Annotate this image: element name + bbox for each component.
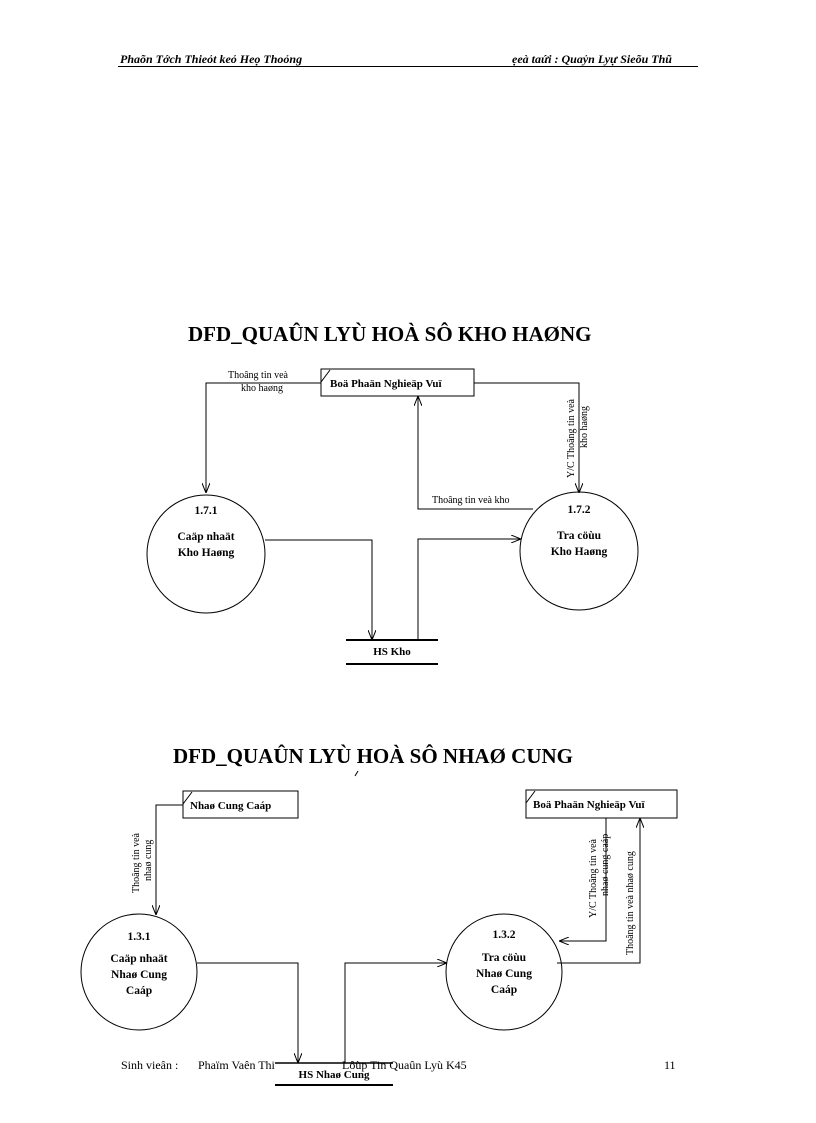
datastore-label: HS Nhaø Cung bbox=[299, 1069, 370, 1081]
flow-label-line2: nhaø cung bbox=[143, 840, 154, 881]
footer-page-number: 11 bbox=[664, 1058, 676, 1072]
flow-1-3-1-to-store bbox=[197, 962, 298, 1062]
header-left: Phaõn Tớch Thieỏt keỏ Heọ Thoỏng bbox=[120, 52, 303, 66]
flow-1-3-2-to-entity: Thoâng tin veà nhaø cung bbox=[557, 819, 640, 964]
entity-bo-phan-nghiep-vu-2: Boä Phaän Nghieäp Vuï bbox=[525, 789, 678, 819]
datastore-hs-kho: HS Kho -- bbox=[346, 639, 438, 670]
flow-label: Thoâng tin veà kho bbox=[432, 495, 509, 506]
flow-label-line1: Thoâng tin veà bbox=[131, 832, 142, 893]
process-id: 1.7.1 bbox=[195, 505, 218, 517]
process-1-3-1: 1.3.1 Caäp nhaät Nhaø Cung Caáp bbox=[80, 913, 198, 1031]
datastore-hs-nha-cung: HS Nhaø Cung bbox=[275, 1062, 393, 1086]
process-id: 1.3.1 bbox=[128, 931, 151, 943]
process-id: 1.3.2 bbox=[493, 929, 516, 941]
process-1-3-2: 1.3.2 Tra cöùu Nhaø Cung Caáp bbox=[445, 913, 563, 1031]
stray-mark bbox=[354, 770, 359, 777]
process-1-7-2: 1.7.2 Tra cöùu Kho Haøng bbox=[519, 491, 639, 611]
flow-label-line2: nhaø cung caáp bbox=[600, 834, 611, 896]
flow-label-line2: kho haøng bbox=[579, 406, 590, 448]
diagram2-title: DFD_QUAÛN LYÙ HOÀ SÔ NHAØ CUNG bbox=[173, 744, 573, 768]
entity-label: Boä Phaän Nghieäp Vuï bbox=[533, 799, 646, 811]
diagram1-title: DFD_QUAÛN LYÙ HOÀ SÔ KHO HAØNG bbox=[188, 322, 592, 346]
entity-bo-phan-nghiep-vu: Boä Phaän Nghieäp Vuï bbox=[320, 368, 475, 397]
header-rule bbox=[118, 66, 698, 67]
datastore-label: HS Kho bbox=[373, 646, 411, 658]
footer-student-name: Phaïm Vaên Thi bbox=[198, 1058, 275, 1072]
process-id: 1.7.2 bbox=[568, 504, 591, 516]
flow-label-line1: Y/C Thoâng tin veà bbox=[588, 838, 599, 918]
process-label-line1: Tra cöùu bbox=[482, 952, 527, 964]
flow-label-line2: kho haøng bbox=[241, 383, 283, 394]
flow-store-to-1-3-2 bbox=[344, 963, 446, 1063]
process-label-line2: Kho Haøng bbox=[551, 546, 608, 558]
process-label-line2: Nhaø Cung bbox=[111, 969, 167, 981]
process-label-line3: Caáp bbox=[126, 985, 152, 997]
entity-label: Nhaø Cung Caáp bbox=[190, 800, 271, 812]
entity-nha-cung-cap: Nhaø Cung Caáp bbox=[182, 790, 299, 819]
process-label-line1: Tra cöùu bbox=[557, 530, 602, 542]
flow-label: Thoâng tin veà nhaø cung bbox=[625, 851, 636, 955]
process-label-line1: Caäp nhaät bbox=[110, 953, 167, 965]
flow-entity-to-1-7-1: Thoâng tin veà kho haøng bbox=[206, 370, 321, 492]
flow-store-to-1-7-2 bbox=[417, 539, 520, 640]
flow-nha-cung-cap-to-1-3-1: Thoâng tin veà nhaø cung bbox=[131, 804, 183, 914]
flow-label-line1: Thoâng tin veà bbox=[228, 370, 289, 381]
header-right: ẹeà taứi : Quaỷn Lyự Sieõu Thũ bbox=[512, 52, 672, 66]
datastore-mark: -- bbox=[377, 659, 384, 670]
flow-entity-to-1-7-2: Y/C Thoâng tin veà kho haøng bbox=[474, 382, 590, 492]
entity-label: Boä Phaän Nghieäp Vuï bbox=[330, 378, 443, 390]
process-label-line2: Kho Haøng bbox=[178, 547, 235, 559]
flow-label-line1: Y/C Thoâng tin veà bbox=[566, 398, 577, 478]
process-label-line1: Caäp nhaät bbox=[177, 531, 234, 543]
footer-class: Lôùp Tin Quaûn Lyù K45 bbox=[342, 1058, 467, 1072]
process-1-7-1: 1.7.1 Caäp nhaät Kho Haøng bbox=[146, 494, 266, 614]
process-label-line3: Caáp bbox=[491, 984, 517, 996]
flow-1-7-1-to-store bbox=[265, 539, 372, 639]
process-label-line2: Nhaø Cung bbox=[476, 968, 532, 980]
flow-1-7-2-to-entity: Thoâng tin veà kho bbox=[418, 397, 533, 510]
footer-student-label: Sinh vieân : bbox=[121, 1058, 179, 1072]
flow-entity-to-1-3-2: Y/C Thoâng tin veà nhaø cung caáp bbox=[560, 818, 611, 941]
